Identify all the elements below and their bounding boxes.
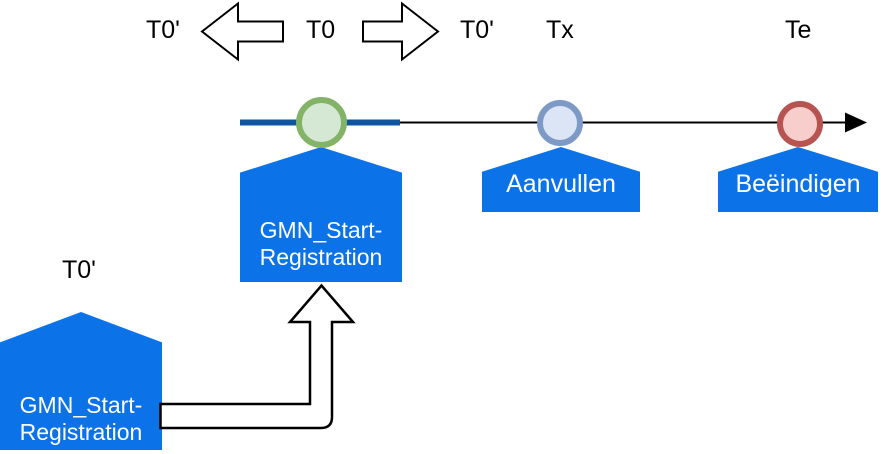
event-start-registration-correction-label: GMN_Start-Registration: [19, 391, 143, 446]
block-arrow-right-icon: [362, 1, 440, 62]
correction-arrow-icon: [159, 283, 356, 430]
event-beeindigen: Beëindigen: [718, 147, 878, 212]
block-arrow-left-icon: [200, 1, 284, 62]
label-t0: T0: [306, 16, 336, 44]
marker-tx-circle: [537, 100, 583, 146]
correction-arrow: [159, 283, 356, 430]
label-t0-prime-lower: T0': [62, 256, 96, 284]
marker-te-circle: [777, 101, 823, 147]
event-aanvullen-label: Aanvullen: [506, 170, 616, 198]
event-beeindigen-label: Beëindigen: [735, 170, 861, 198]
label-tx: Tx: [546, 16, 574, 44]
event-aanvullen: Aanvullen: [482, 147, 640, 212]
label-t0-prime-left: T0': [146, 16, 180, 44]
marker-t0-circle: [296, 97, 347, 148]
event-start-registration-label: GMN_Start-Registration: [259, 216, 383, 271]
event-start-registration-correction: GMN_Start-Registration: [0, 312, 162, 450]
event-start-registration: GMN_Start-Registration: [240, 147, 402, 282]
timeline-arrowhead-icon: [845, 112, 867, 133]
label-te: Te: [785, 16, 812, 44]
label-t0-prime-right: T0': [460, 16, 494, 44]
